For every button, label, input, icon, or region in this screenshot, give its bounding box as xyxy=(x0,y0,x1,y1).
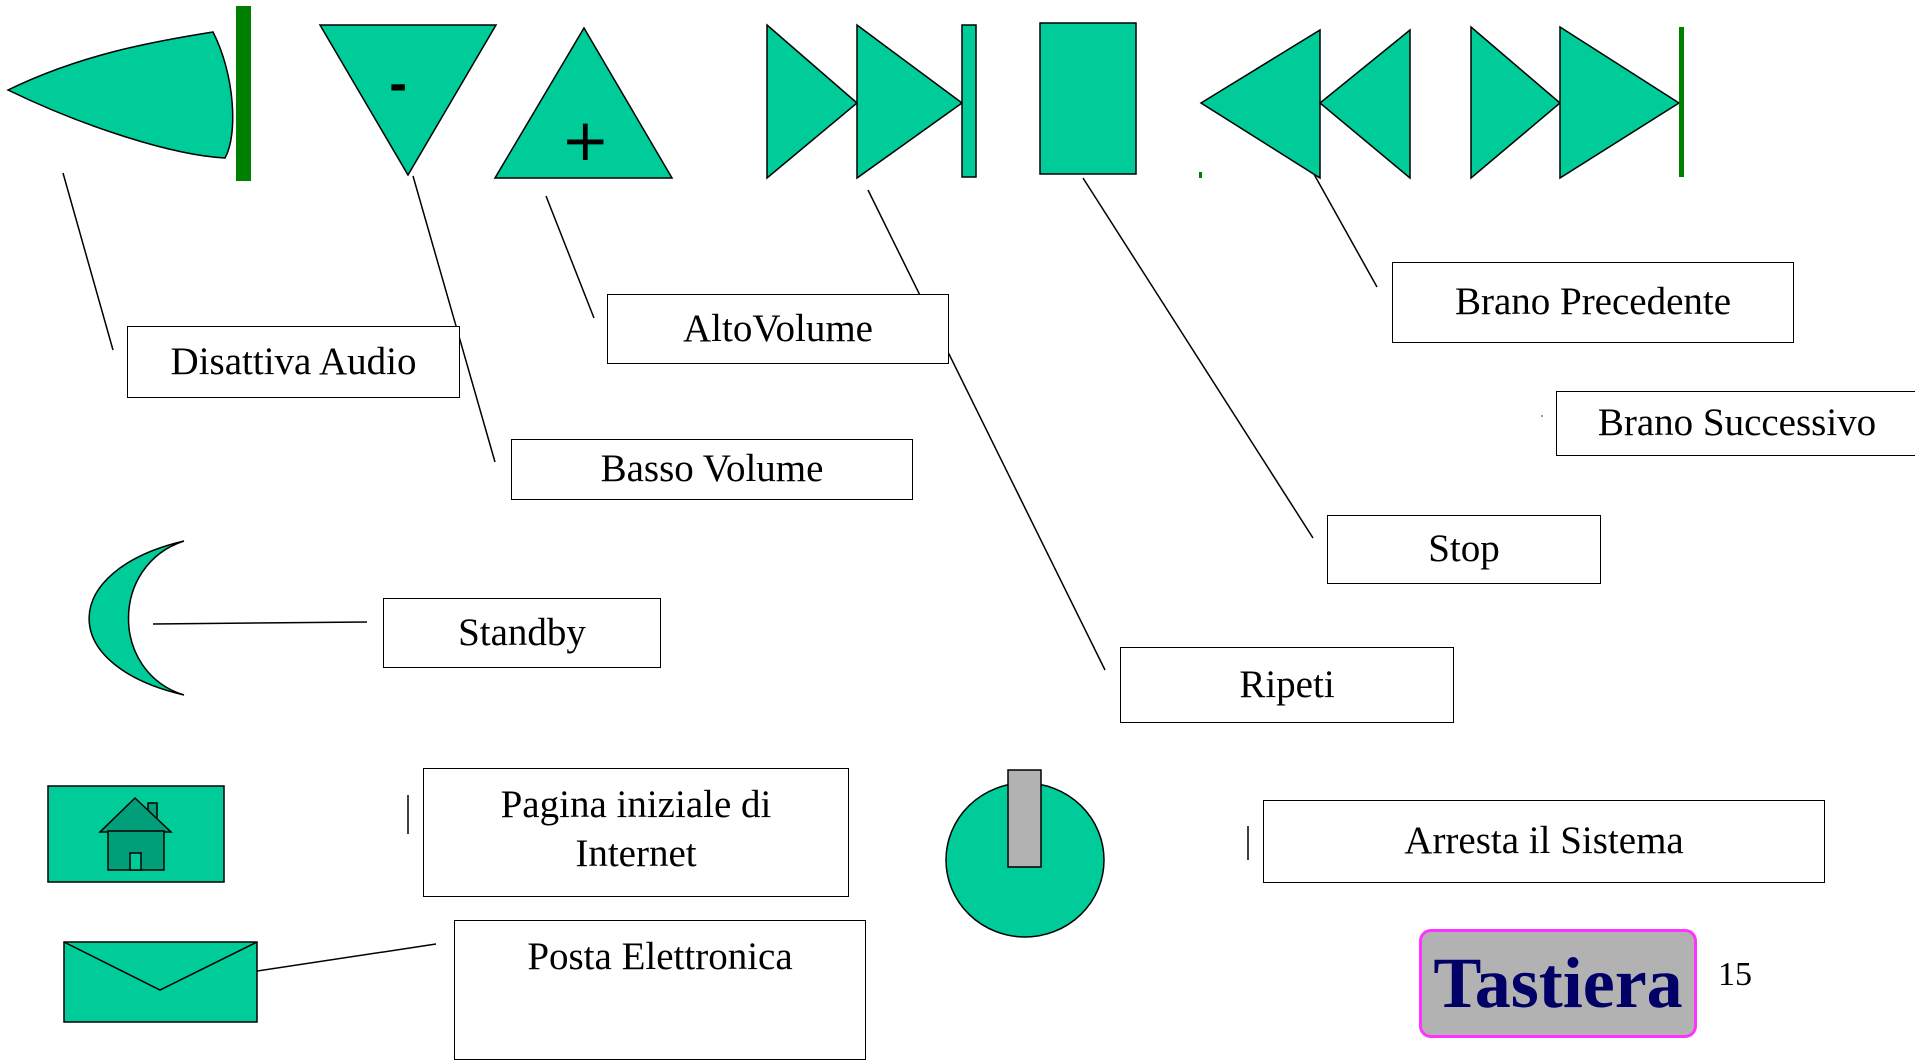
label-home: Pagina iniziale di Internet xyxy=(423,768,849,897)
connector-volume-up xyxy=(545,195,595,319)
previous-track-icon xyxy=(1199,28,1411,180)
label-repeat: Ripeti xyxy=(1120,647,1454,723)
label-email: Posta Elettronica xyxy=(454,920,866,1060)
connector-volume-down xyxy=(412,175,496,463)
label-standby: Standby xyxy=(383,598,661,668)
connector-standby xyxy=(152,621,368,625)
repeat-icon xyxy=(766,23,977,180)
stray-dot xyxy=(1541,415,1543,417)
label-previous-track: Brano Precedente xyxy=(1392,262,1794,343)
envelope-icon xyxy=(63,941,258,1023)
keyboard-title: Tastiera xyxy=(1419,929,1697,1038)
label-home-line2: Internet xyxy=(575,831,697,875)
volume-down-icon xyxy=(318,24,498,177)
label-next-track: Brano Successivo xyxy=(1556,391,1915,456)
label-volume-up: AltoVolume xyxy=(607,294,949,364)
label-volume-down: Basso Volume xyxy=(511,439,913,500)
volume-up-icon xyxy=(493,26,674,179)
moon-icon xyxy=(88,540,185,696)
connector-repeat xyxy=(867,189,1106,671)
page-number: 15 xyxy=(1718,956,1752,993)
label-shutdown: Arresta il Sistema xyxy=(1263,800,1825,883)
previous-track-mark xyxy=(1199,172,1202,178)
connector-stop xyxy=(1082,177,1314,539)
home-icon xyxy=(98,796,173,871)
connector-lines xyxy=(62,166,1378,978)
connector-previous xyxy=(1309,166,1378,288)
mute-icon xyxy=(6,31,234,159)
power-knob-handle xyxy=(1007,769,1042,868)
label-mute: Disattiva Audio xyxy=(127,326,460,398)
label-home-line1: Pagina iniziale di xyxy=(500,783,772,826)
mute-bar xyxy=(236,6,251,181)
connector-mute xyxy=(62,172,114,351)
next-track-bar xyxy=(1679,27,1684,177)
volume-up-glyph: + xyxy=(561,106,610,174)
label-stop: Stop xyxy=(1327,515,1601,584)
volume-down-glyph: - xyxy=(389,60,407,111)
next-track-icon xyxy=(1470,25,1681,180)
stop-icon xyxy=(1039,22,1137,175)
